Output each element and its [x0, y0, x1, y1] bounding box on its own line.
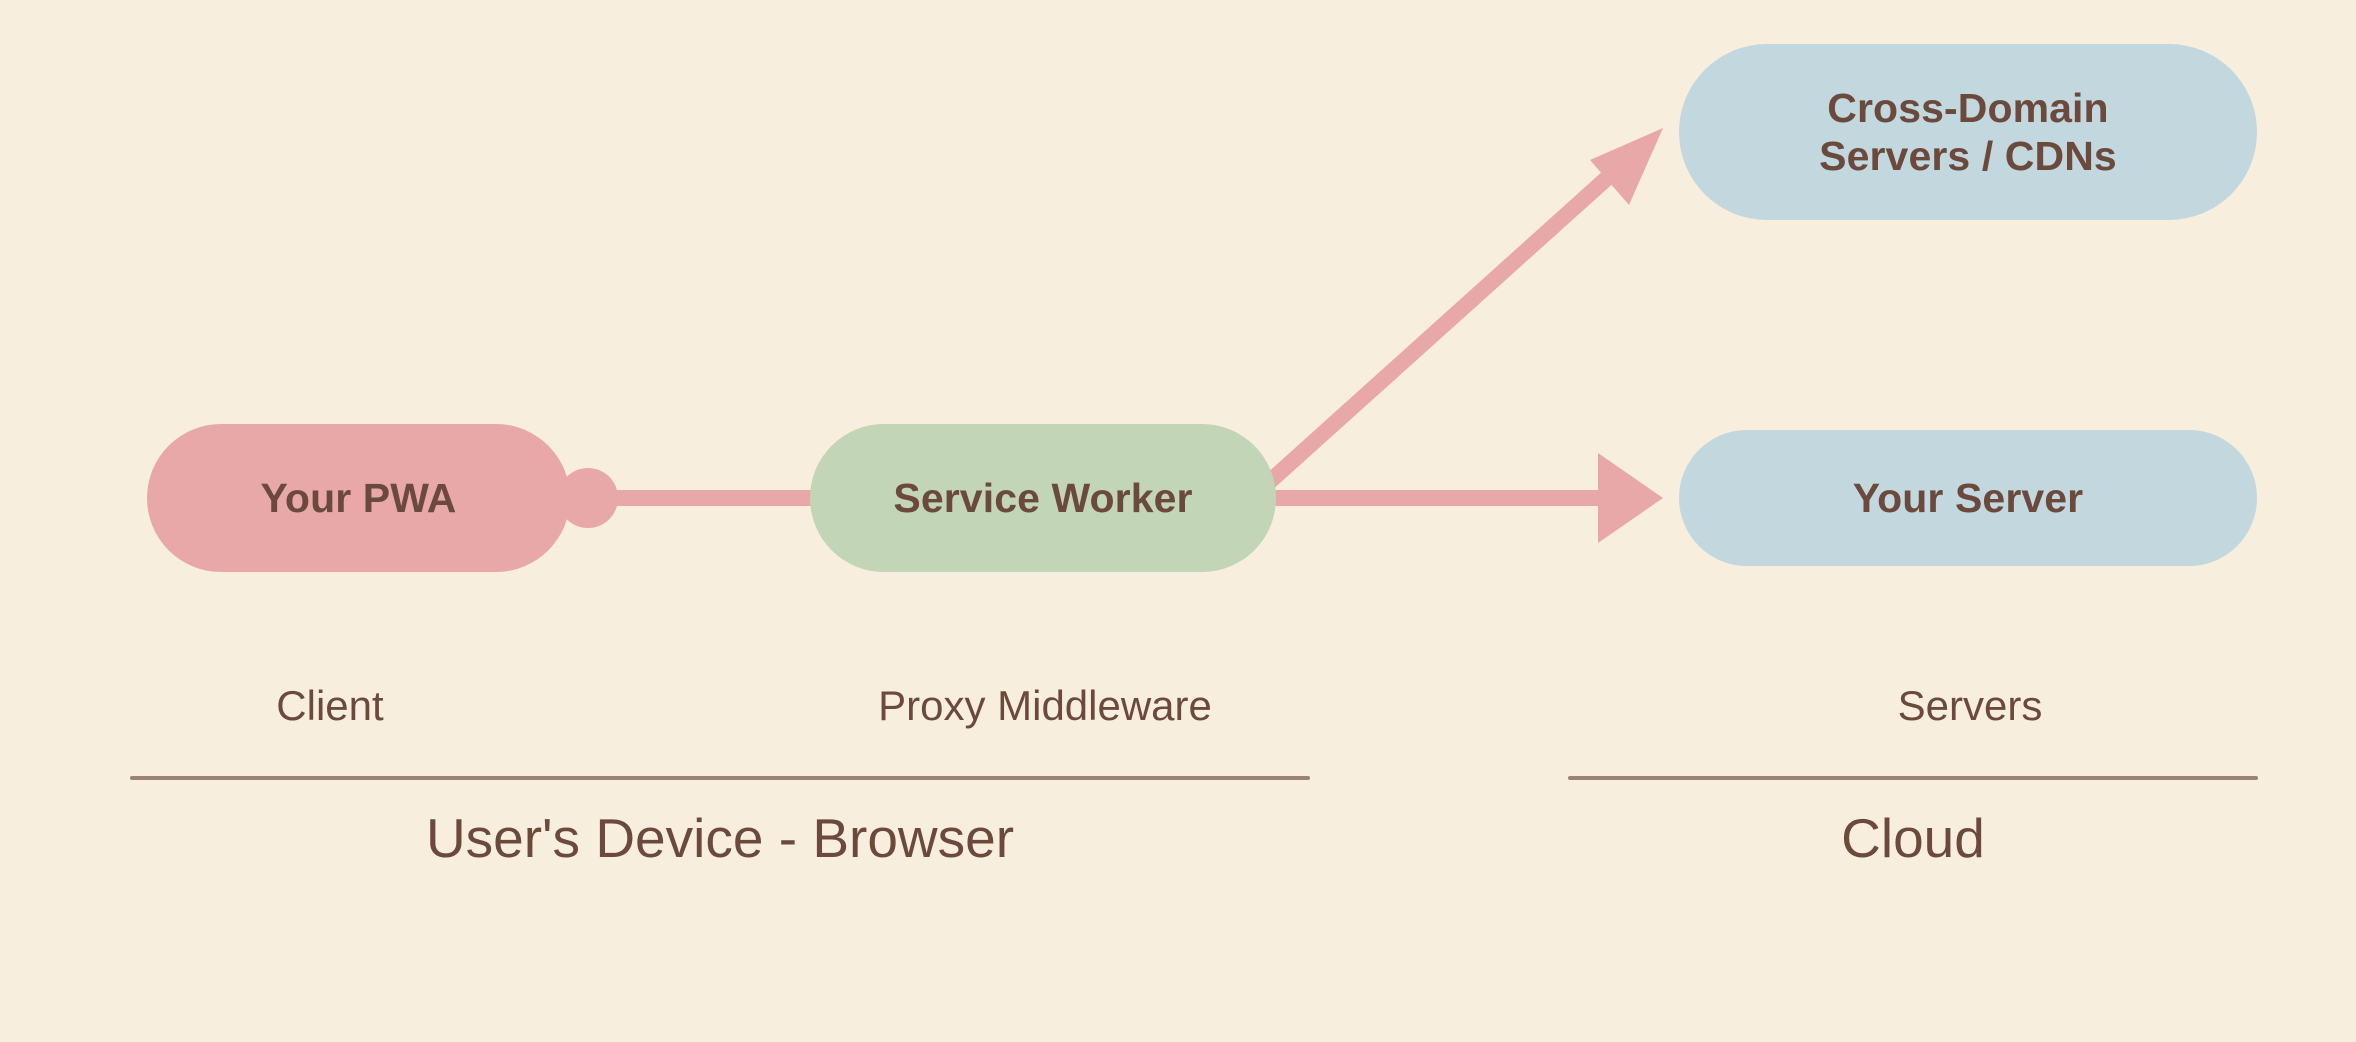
- node-your-pwa-label: Your PWA: [260, 474, 457, 521]
- zone-caption-users-device-browser: User's Device - Browser: [425, 807, 1015, 869]
- zone-label-client: Client: [276, 682, 384, 729]
- node-your-server[interactable]: Your Server: [1679, 430, 2257, 566]
- node-your-pwa[interactable]: Your PWA: [147, 424, 570, 572]
- zone-caption-cloud: Cloud: [1841, 807, 1985, 869]
- zone-divider-right: [1568, 776, 2258, 780]
- connector-start-ball-marker: [558, 468, 618, 528]
- connector-arrowhead-to-server: [1598, 453, 1663, 543]
- node-cross-domain-label-line-1: Cross-Domain: [1827, 84, 2109, 131]
- connector-sw-to-crossdomain-line: [1252, 164, 1622, 498]
- node-service-worker[interactable]: Service Worker: [810, 424, 1276, 572]
- zone-divider-left: [130, 776, 1310, 780]
- zone-label-servers: Servers: [1897, 682, 2043, 729]
- node-cross-domain-label-line-2: Servers / CDNs: [1819, 133, 2117, 179]
- connector-arrowhead-to-crossdomain: [1590, 128, 1663, 205]
- node-your-server-label: Your Server: [1852, 474, 2084, 521]
- zone-label-proxy-middleware: Proxy Middleware: [878, 682, 1212, 729]
- node-cross-domain-servers[interactable]: Cross-Domain Servers / CDNs: [1679, 44, 2257, 220]
- node-service-worker-label: Service Worker: [893, 474, 1193, 521]
